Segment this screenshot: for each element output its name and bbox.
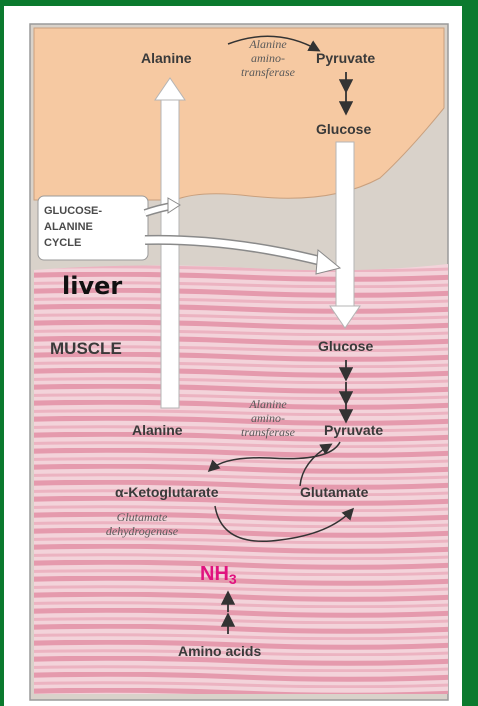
muscle-enzyme-line2: amino-	[251, 411, 285, 425]
muscle-title: MUSCLE	[50, 339, 122, 358]
dehydrogenase-line2: dehydrogenase	[106, 524, 179, 538]
liver-enzyme-line3: transferase	[241, 65, 296, 79]
muscle-alanine-label: Alanine	[132, 422, 183, 438]
dehydrogenase-line1: Glutamate	[117, 510, 168, 524]
cycle-label-line2: ALANINE	[44, 221, 93, 233]
liver-enzyme-line2: amino-	[251, 51, 285, 65]
cycle-label-line3: CYCLE	[44, 237, 81, 249]
liver-alanine-label: Alanine	[141, 50, 192, 66]
liver-glucose-label: Glucose	[316, 121, 371, 137]
nh3-subscript: 3	[229, 571, 237, 587]
green-frame-left	[0, 0, 4, 706]
green-frame-right	[462, 0, 478, 706]
liver-label: liver	[62, 272, 122, 300]
glutamate-label: Glutamate	[300, 484, 369, 500]
muscle-pyruvate-label: Pyruvate	[324, 422, 383, 438]
muscle-glucose-label: Glucose	[318, 338, 373, 354]
nh3-text: NH	[200, 563, 229, 585]
muscle-region	[34, 264, 448, 694]
green-frame-top	[0, 0, 478, 6]
amino-acids-label: Amino acids	[178, 643, 261, 659]
liver-region	[34, 28, 444, 200]
cycle-label-line1: GLUCOSE-	[44, 205, 102, 217]
liver-enzyme-line1: Alanine	[248, 37, 287, 51]
muscle-enzyme-line3: transferase	[241, 425, 296, 439]
ketoglutarate-label: α-Ketoglutarate	[115, 484, 219, 500]
muscle-enzyme-line1: Alanine	[248, 397, 287, 411]
liver-pyruvate-label: Pyruvate	[316, 50, 375, 66]
